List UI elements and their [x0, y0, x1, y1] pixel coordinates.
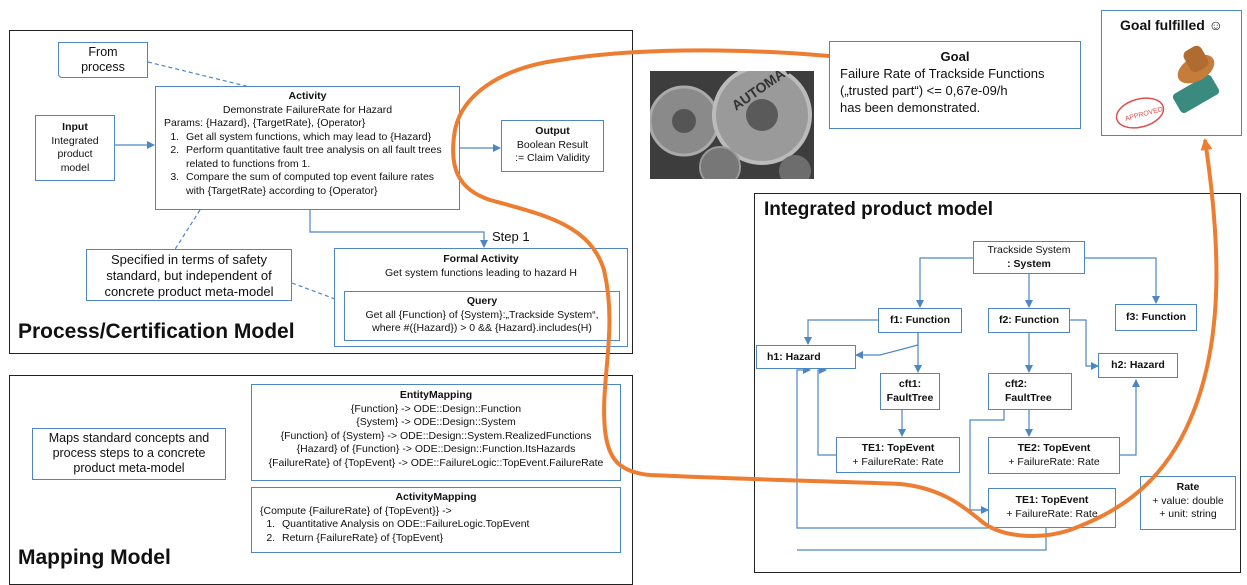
input-title: Input [62, 121, 88, 133]
goal-fulfilled-box: Goal fulfilled ☺ APPROVED [1101, 10, 1242, 136]
mapping-note-line-3: product meta-model [73, 461, 185, 475]
node-f2: f2: Function [988, 308, 1070, 333]
node-label: cft1: [898, 378, 922, 390]
node-attr: + FailureRate: Rate [1008, 455, 1100, 468]
output-title: Output [535, 125, 570, 137]
node-type: FaultTree [886, 391, 934, 404]
note-line-2: standard, but independent of [106, 268, 272, 283]
mapping-model-title: Mapping Model [18, 546, 171, 569]
output-line-2: := Claim Validity [515, 152, 590, 164]
mapping-note-line-1: Maps standard concepts and [48, 431, 210, 445]
stamp-text: APPROVED [1124, 106, 1163, 123]
node-label: TE1: TopEvent [1015, 494, 1089, 506]
note-line-3: concrete product meta-model [104, 284, 274, 299]
node-f1: f1: Function [878, 308, 962, 333]
mapping-note: Maps standard concepts and process steps… [32, 428, 226, 480]
activity-mapping-step: Return {FailureRate} of {TopEvent} [278, 532, 612, 546]
input-box: Input Integrated product model [35, 115, 115, 181]
query-title: Query [466, 295, 498, 307]
entity-mapping-line: {Hazard} of {Function} -> ODE::Design::F… [296, 443, 576, 455]
node-label: Rate [1176, 481, 1200, 493]
node-f3: f3: Function [1115, 304, 1197, 331]
input-line-3: model [60, 161, 90, 174]
node-type: FaultTree [1005, 391, 1052, 404]
node-attr: + FailureRate: Rate [1006, 507, 1098, 520]
node-h1: h1: Hazard [756, 345, 856, 369]
entity-mapping-line: {Function} of {System} -> ODE::Design::S… [280, 429, 592, 442]
goal-line-3: has been demonstrated. [840, 100, 981, 115]
activity-box: Activity Demonstrate FailureRate for Haz… [155, 86, 460, 210]
input-line-1: Integrated [51, 134, 99, 147]
process-model-title: Process/Certification Model [18, 320, 295, 343]
node-attr: + FailureRate: Rate [852, 455, 944, 468]
safety-standard-note: Specified in terms of safety standard, b… [86, 249, 292, 301]
node-te2: TE2: TopEvent + FailureRate: Rate [988, 437, 1120, 474]
node-te1-b: TE1: TopEvent + FailureRate: Rate [988, 488, 1116, 528]
node-label: Trackside System [987, 244, 1071, 256]
node-rate: Rate + value: double + unit: string [1140, 476, 1236, 530]
output-line-1: Boolean Result [516, 138, 589, 151]
goal-line-1: Failure Rate of Trackside Functions [840, 66, 1045, 81]
node-label: TE2: TopEvent [1017, 442, 1091, 454]
goal-line-2: („trusted part“) <= 0,67e-09/h [840, 83, 1008, 98]
activity-params: Params: {Hazard}, {TargetRate}, {Operato… [164, 117, 366, 129]
step-label: Step 1 [492, 229, 530, 244]
node-attr: + value: double [1152, 494, 1224, 507]
output-box: Output Boolean Result := Claim Validity [501, 120, 604, 172]
entity-mapping-line: {Function} -> ODE::Design::Function [350, 402, 522, 415]
note-line-1: Specified in terms of safety [110, 252, 268, 267]
from-process-line-1: From [88, 45, 118, 59]
goal-fulfilled-title: Goal fulfilled ☺ [1120, 17, 1223, 33]
node-trackside-system: Trackside System : System [973, 241, 1085, 274]
approved-stamp-icon: APPROVED [1115, 45, 1220, 129]
activity-mapping-step: Quantitative Analysis on ODE::FailureLog… [278, 518, 612, 532]
activity-mapping-title: ActivityMapping [395, 491, 477, 503]
activity-step: Perform quantitative fault tree analysis… [182, 144, 451, 171]
formal-activity-title: Formal Activity [443, 253, 519, 265]
activity-title: Activity [288, 90, 327, 102]
activity-mapping-steps: Quantitative Analysis on ODE::FailureLog… [260, 518, 612, 545]
node-type: : System [1007, 257, 1051, 270]
gears-graphic: AUTOMATION [650, 71, 814, 179]
node-te1-a: TE1: TopEvent + FailureRate: Rate [836, 437, 960, 473]
entity-mapping-line: {System} -> ODE::Design::System [356, 416, 516, 428]
node-label: cft2: [1005, 378, 1028, 390]
node-label: TE1: TopEvent [861, 442, 935, 454]
from-process-line-2: process [81, 60, 125, 74]
entity-mapping-line: {FailureRate} of {TopEvent} -> ODE::Fail… [268, 456, 604, 469]
activity-mapping-box: ActivityMapping {Compute {FailureRate} o… [251, 487, 621, 553]
activity-mapping-header: {Compute {FailureRate} of {TopEvent}} -> [260, 504, 452, 517]
automation-image: AUTOMATION [650, 71, 814, 179]
goal-title: Goal [940, 49, 970, 64]
formal-activity-subtitle: Get system functions leading to hazard H [384, 266, 577, 279]
activity-step: Get all system functions, which may lead… [182, 131, 451, 145]
activity-step: Compare the sum of computed top event fa… [182, 171, 451, 198]
entity-mapping-title: EntityMapping [399, 389, 473, 401]
activity-steps: Get all system functions, which may lead… [164, 131, 451, 199]
node-attr: + unit: string [1159, 508, 1217, 520]
product-model-title: Integrated product model [764, 199, 994, 220]
mapping-note-line-2: process steps to a concrete [52, 446, 206, 460]
from-process-note: From process [58, 42, 148, 78]
entity-mapping-box: EntityMapping {Function} -> ODE::Design:… [251, 384, 621, 481]
node-h2: h2: Hazard [1098, 353, 1178, 378]
goal-box: Goal Failure Rate of Trackside Functions… [829, 41, 1081, 129]
input-line-2: product [57, 148, 93, 160]
node-cft1: cft1: FaultTree [880, 373, 940, 410]
activity-subtitle: Demonstrate FailureRate for Hazard [222, 103, 393, 116]
query-box: Query Get all {Function} of {System}:„Tr… [344, 291, 620, 341]
query-line-1: Get all {Function} of {System}:„Tracksid… [365, 308, 599, 321]
query-line-2: where #({Hazard}) > 0 && {Hazard}.includ… [372, 322, 592, 334]
node-cft2: cft2: FaultTree [988, 373, 1072, 410]
